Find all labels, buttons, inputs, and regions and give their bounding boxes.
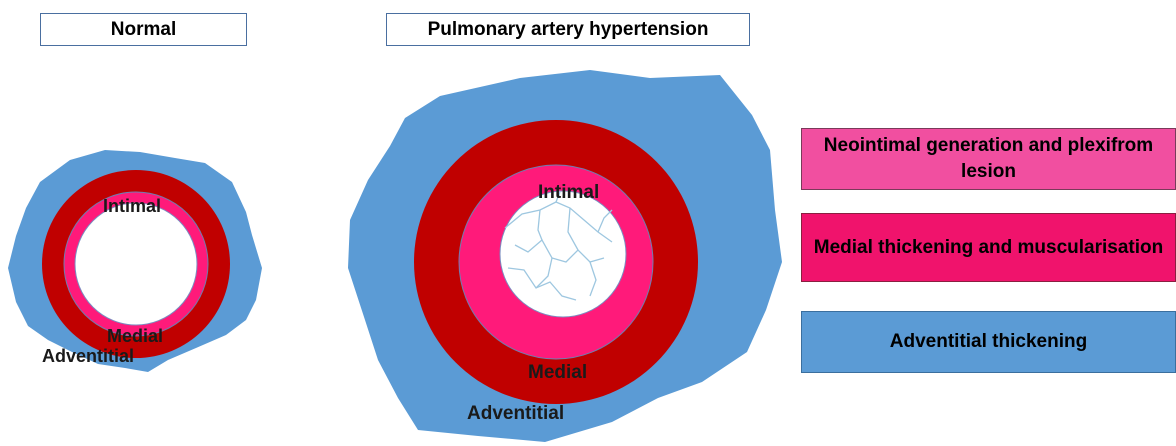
normal-adventitial-label: Adventitial: [42, 346, 134, 366]
pah-medial-label: Medial: [528, 362, 587, 383]
legend-neointimal-label: Neointimal generation and plexifrom lesi…: [812, 133, 1165, 185]
pah-adventitial-label: Adventitial: [467, 403, 564, 424]
pah-intimal-label: Intimal: [538, 182, 599, 203]
legend-adventitial-thickening-label: Adventitial thickening: [890, 329, 1087, 355]
pah-vessel: Intimal Medial Adventitial: [348, 70, 782, 442]
normal-intimal-label: Intimal: [103, 196, 161, 216]
normal-lumen: [75, 203, 197, 325]
legend-medial-thickening: Medial thickening and muscularisation: [801, 213, 1176, 282]
legend-adventitial-thickening: Adventitial thickening: [801, 311, 1176, 373]
normal-vessel: Intimal Medial Adventitial: [8, 150, 262, 372]
pah-lumen: [500, 191, 626, 317]
legend-neointimal: Neointimal generation and plexifrom lesi…: [801, 128, 1176, 190]
normal-medial-label: Medial: [107, 326, 163, 346]
legend-medial-thickening-label: Medial thickening and muscularisation: [814, 235, 1163, 261]
